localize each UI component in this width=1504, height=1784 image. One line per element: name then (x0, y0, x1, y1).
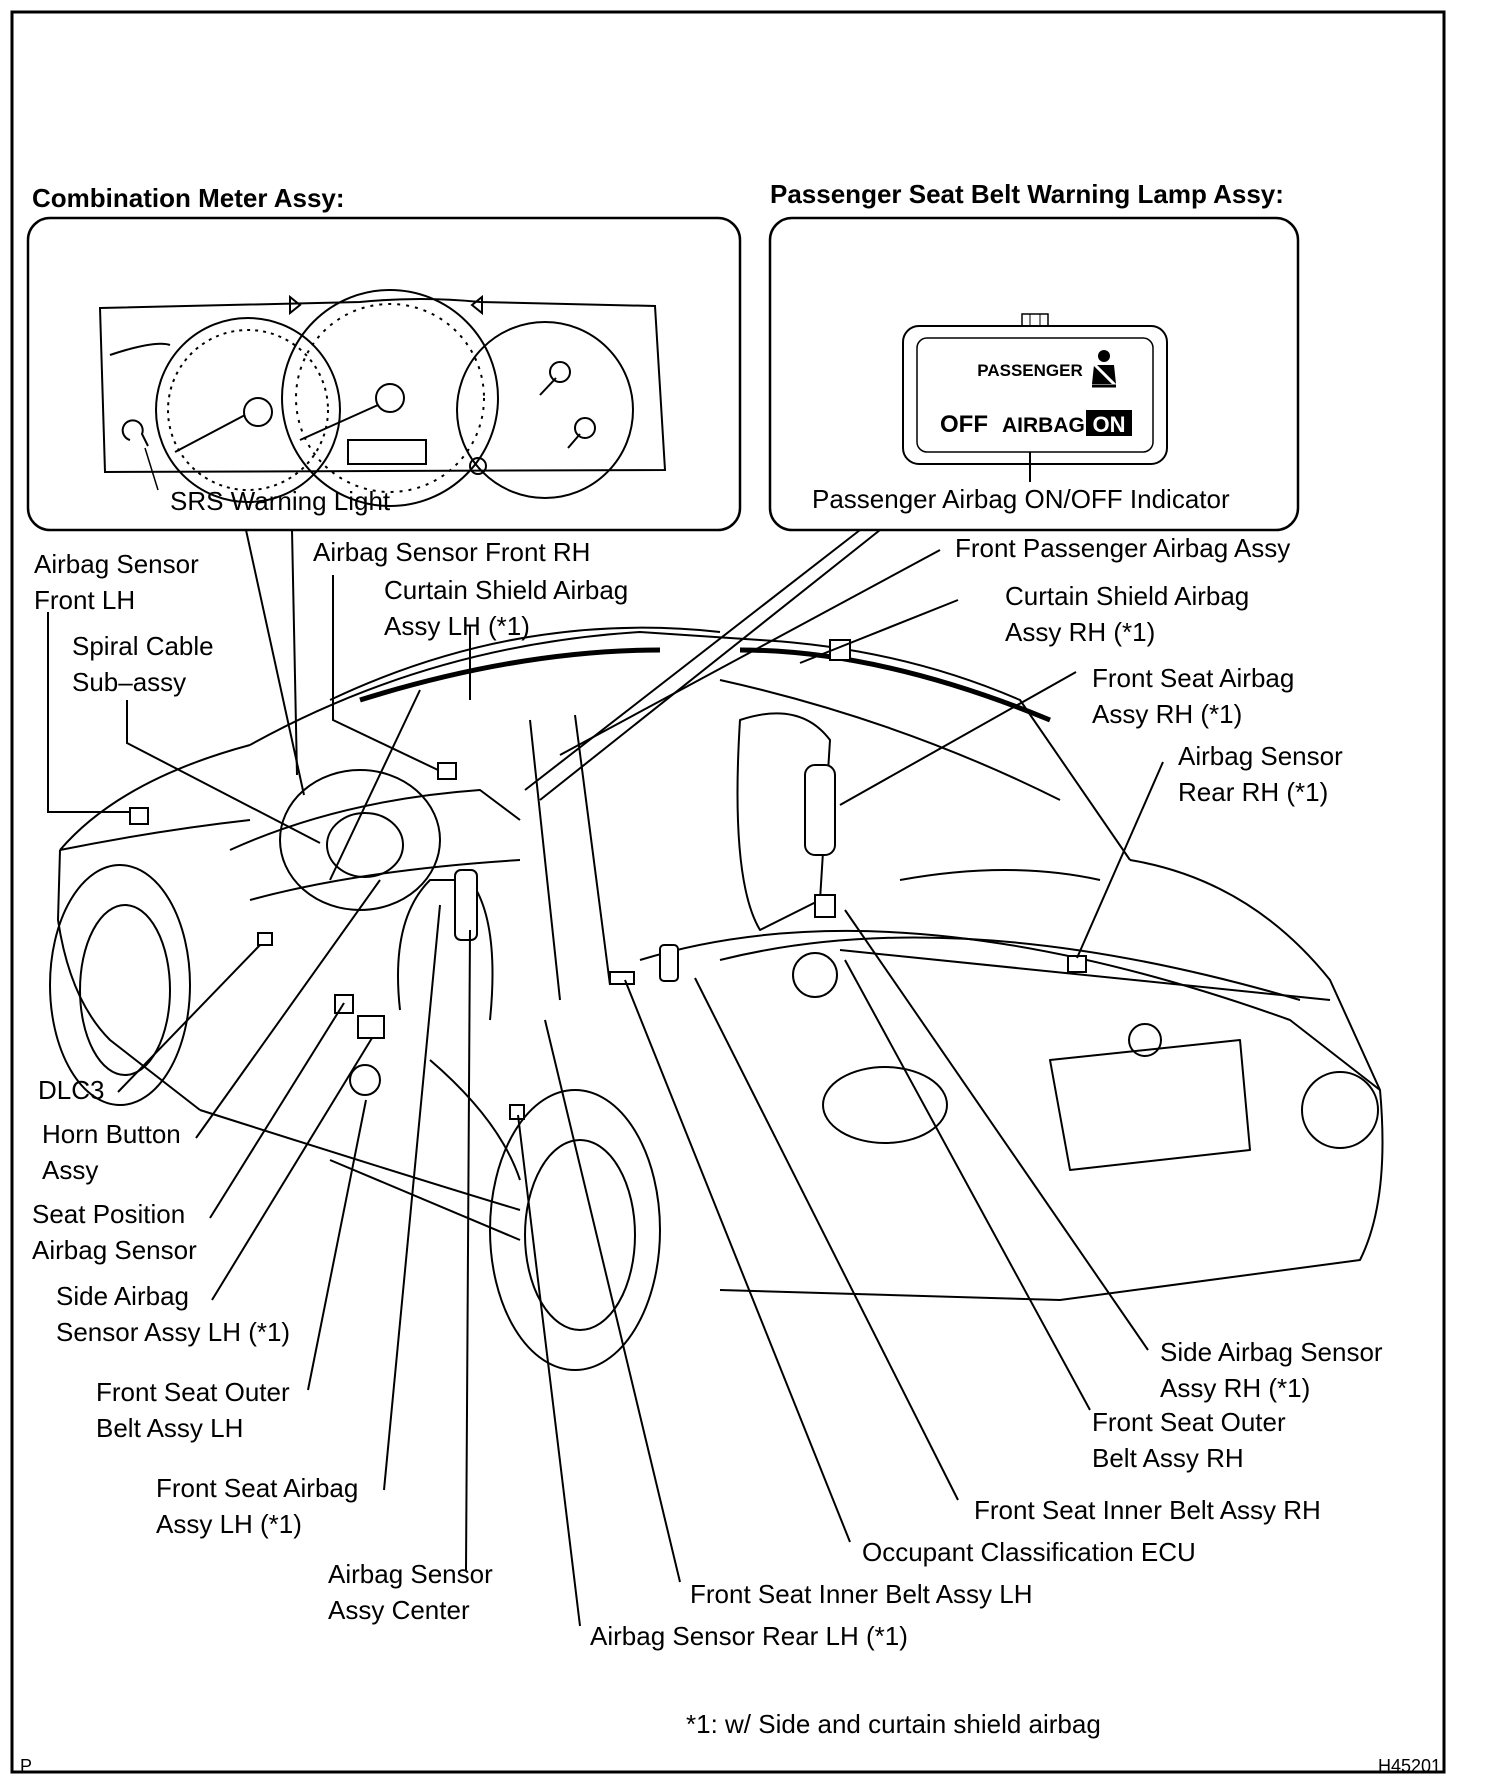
passenger-lamp-heading: Passenger Seat Belt Warning Lamp Assy: (770, 179, 1284, 209)
airbag-text: AIRBAG (1002, 414, 1085, 437)
figure-id: H45201 (1378, 1756, 1442, 1776)
on-indicator-box (1086, 410, 1132, 436)
srs-warning-light-label: SRS Warning Light (170, 486, 391, 516)
label-dlc3: DLC3 (38, 1075, 105, 1105)
vehicle-drawing (49, 626, 1384, 1371)
label-front-passenger-airbag: Front Passenger Airbag Assy (955, 533, 1291, 563)
label-airbag-sensor-rear-lh: Airbag Sensor Rear LH (*1) (590, 1621, 908, 1651)
footnote: *1: w/ Side and curtain shield airbag (686, 1709, 1101, 1739)
combination-meter-drawing (98, 289, 667, 507)
combination-meter-inset-box (26, 216, 742, 532)
passenger-lamp-inset-box (768, 216, 1300, 532)
seatbelt-icon (1090, 350, 1118, 388)
label-airbag-sensor-front-rh: Airbag Sensor Front RH (313, 537, 591, 567)
combination-meter-heading: Combination Meter Assy: (32, 183, 345, 213)
corner-mark-left: P (20, 1756, 33, 1776)
label-front-seat-inner-belt-rh: Front Seat Inner Belt Assy RH (974, 1495, 1321, 1525)
label-occupant-classification-ecu: Occupant Classification ECU (862, 1537, 1196, 1567)
on-text: ON (1093, 412, 1126, 437)
passenger-lamp-drawing: PASSENGER OFF AIRBAG ON (902, 313, 1168, 482)
outer-frame (10, 10, 1446, 1774)
off-text: OFF (940, 411, 988, 438)
passenger-text: PASSENGER (977, 361, 1083, 380)
passenger-airbag-indicator-label: Passenger Airbag ON/OFF Indicator (812, 484, 1230, 514)
component-markers (129, 639, 1087, 1120)
leader-lines (47, 529, 1164, 1627)
label-front-seat-inner-belt-lh: Front Seat Inner Belt Assy LH (690, 1579, 1033, 1609)
